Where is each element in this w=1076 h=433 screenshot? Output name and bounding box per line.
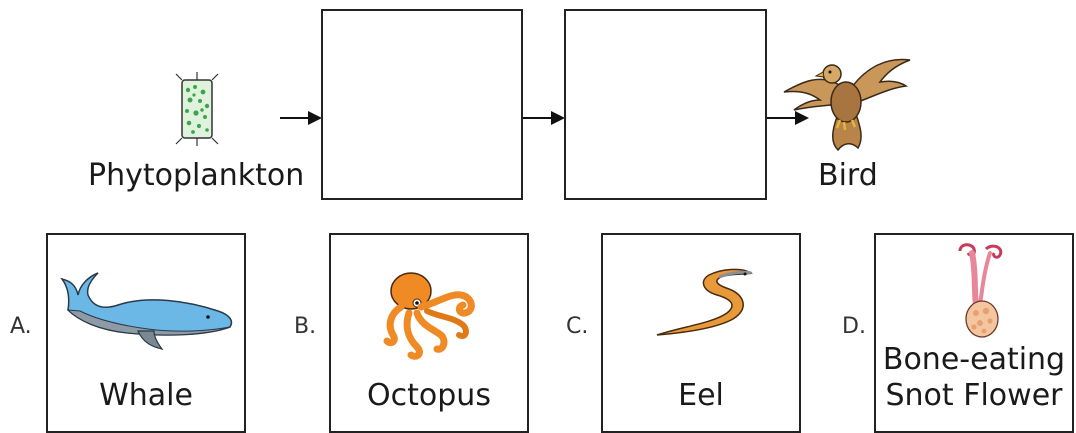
- empty-answer-box-2[interactable]: [564, 9, 767, 200]
- option-d-label-line2: Snot Flower: [885, 378, 1063, 413]
- option-b-label: Octopus: [367, 378, 491, 413]
- option-a-card[interactable]: Whale: [46, 233, 246, 433]
- option-c-card[interactable]: Eel: [601, 233, 801, 433]
- option-c-label: Eel: [678, 378, 724, 413]
- arrow-icon: [523, 108, 565, 128]
- option-c-letter: C.: [566, 314, 589, 339]
- arrow-icon: [767, 108, 809, 128]
- option-d-letter: D.: [842, 314, 866, 339]
- empty-answer-box-1[interactable]: [321, 9, 523, 200]
- option-a-letter: A.: [10, 314, 32, 339]
- option-b-card[interactable]: Octopus: [329, 233, 529, 433]
- arrow-icon: [280, 108, 322, 128]
- whale-icon: [58, 265, 238, 355]
- option-d-label-line1: Bone-eating: [882, 342, 1066, 377]
- option-a-label: Whale: [99, 378, 193, 413]
- phytoplankton-label: Phytoplankton: [88, 158, 305, 193]
- octopus-icon: [381, 263, 481, 363]
- bird-label: Bird: [818, 158, 878, 193]
- option-b-letter: B.: [294, 314, 317, 339]
- eel-icon: [651, 265, 761, 345]
- option-d-card[interactable]: Bone-eating Snot Flower: [874, 233, 1074, 433]
- snot-flower-icon: [952, 241, 1012, 341]
- bird-icon: [782, 42, 912, 152]
- phytoplankton-icon: [170, 70, 226, 148]
